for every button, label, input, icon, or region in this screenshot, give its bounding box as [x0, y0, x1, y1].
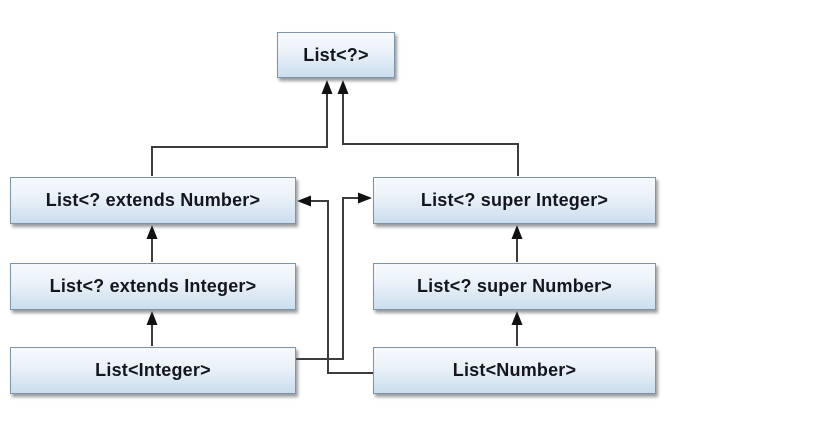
node-list-wildcard: List<?>	[277, 32, 395, 78]
node-list-super-number-label: List<? super Number>	[416, 276, 613, 296]
node-list-extends-integer-label: List<? extends Integer>	[49, 276, 257, 296]
node-list-extends-number: List<? extends Number>	[10, 177, 296, 224]
node-list-number-label: List<Number>	[452, 360, 577, 380]
edge-integer-to-super-integer	[296, 192, 372, 360]
node-list-integer: List<Integer>	[10, 347, 296, 394]
edge-number-to-super-number	[511, 311, 523, 346]
node-list-number: List<Number>	[373, 347, 656, 394]
edge-integer-to-extends-integer	[146, 311, 158, 346]
node-list-super-integer: List<? super Integer>	[373, 177, 656, 224]
edge-extends-integer-to-extends-number	[146, 225, 158, 262]
node-list-extends-integer: List<? extends Integer>	[10, 263, 296, 310]
node-list-super-number: List<? super Number>	[373, 263, 656, 310]
edge-number-to-extends-number	[297, 195, 373, 374]
edge-extends-number-to-wildcard	[151, 80, 333, 176]
node-list-super-integer-label: List<? super Integer>	[420, 190, 609, 210]
node-list-extends-number-label: List<? extends Number>	[45, 190, 261, 210]
node-list-integer-label: List<Integer>	[95, 360, 211, 380]
edge-super-number-to-super-integer	[511, 225, 523, 262]
edge-super-integer-to-wildcard	[337, 80, 519, 176]
node-list-wildcard-label: List<?>	[303, 44, 369, 65]
